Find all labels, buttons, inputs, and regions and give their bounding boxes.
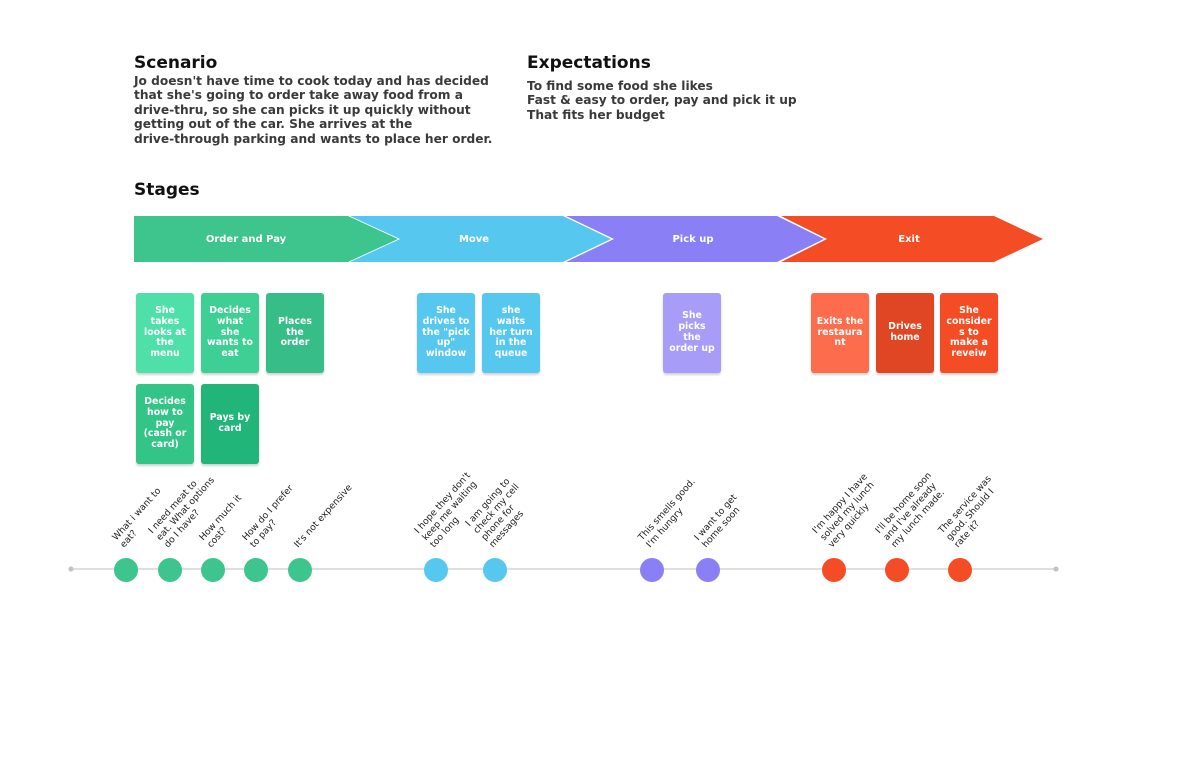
stage-arrow-pick-up bbox=[566, 216, 824, 262]
stages-title: Stages bbox=[134, 180, 200, 200]
sticky-note: She considers to make a reveiw bbox=[940, 293, 998, 373]
sticky-note-text: Exits the restaurant bbox=[816, 315, 864, 349]
sticky-note: She drives to the "pick up" window bbox=[417, 293, 475, 373]
emotion-quote: I'll be home soonand I've alreadymy lunc… bbox=[873, 470, 950, 550]
stage-label: Order and Pay bbox=[206, 234, 287, 245]
sticky-note: Places the order bbox=[266, 293, 324, 373]
emotion-dot bbox=[244, 558, 268, 582]
scenario-text: Jo doesn't have time to cook today and h… bbox=[134, 74, 492, 146]
emotion-dot bbox=[114, 558, 138, 582]
sticky-note-text: Drives home bbox=[888, 321, 922, 343]
sticky-note: Decides what she wants to eat bbox=[201, 293, 259, 373]
emotion-dot bbox=[948, 558, 972, 582]
expectations-list: To find some food she likes Fast & easy … bbox=[527, 79, 797, 122]
emotion-dot bbox=[201, 558, 225, 582]
emotion-quote: It's not expensive bbox=[292, 482, 355, 550]
expectation-item: That fits her budget bbox=[527, 107, 665, 122]
emotion-quote: The service wasgood. Should Irate it? bbox=[936, 473, 1010, 550]
timeline-notes: What i want toeat?I need meat toeat. Wha… bbox=[110, 470, 1010, 582]
sticky-note: Drives home bbox=[876, 293, 934, 373]
stage-label: Exit bbox=[898, 234, 920, 245]
emotion-quote: This smells good.I'm hungry bbox=[636, 476, 706, 550]
expectation-item: Fast & easy to order, pay and pick it up bbox=[527, 93, 797, 108]
sticky-note-text: Pays by card bbox=[209, 412, 251, 434]
emotion-dot bbox=[483, 558, 507, 582]
sticky-note: Decides how to pay (cash or card) bbox=[136, 384, 194, 464]
sticky-note-text: Decides how to pay (cash or card) bbox=[143, 396, 187, 451]
scenario-line: drive-thru, so she can picks it up quick… bbox=[134, 102, 471, 117]
emotion-dot bbox=[696, 558, 720, 582]
emotion-dot bbox=[640, 558, 664, 582]
emotion-dot bbox=[158, 558, 182, 582]
sticky-note-text: She picks the order up bbox=[669, 310, 715, 354]
emotion-dot bbox=[424, 558, 448, 582]
scenario-title: Scenario bbox=[134, 53, 218, 73]
emotion-dot bbox=[288, 558, 312, 582]
sticky-note-text: She considers to make a reveiw bbox=[946, 305, 992, 360]
expectation-item: To find some food she likes bbox=[527, 79, 713, 93]
sticky-note: She picks the order up bbox=[663, 293, 721, 373]
scenario-line: that she's going to order take away food… bbox=[134, 88, 463, 103]
sticky-note: She takes looks at the menu bbox=[136, 293, 194, 373]
timeline-start-dot bbox=[68, 566, 74, 572]
stage-label: Pick up bbox=[672, 234, 713, 245]
timeline-end-dot bbox=[1053, 566, 1059, 572]
sticky-note-text: She takes looks at the menu bbox=[144, 305, 186, 360]
emotion-quote: How much itcost? bbox=[197, 492, 252, 550]
stage-arrow-move bbox=[350, 216, 611, 262]
sticky-note: Pays by card bbox=[201, 384, 259, 464]
scenario-line: getting out of the car. She arrives at t… bbox=[134, 117, 413, 132]
scenario-line: drive-through parking and wants to place… bbox=[134, 131, 493, 146]
scenario-line: Jo doesn't have time to cook today and h… bbox=[134, 74, 489, 88]
emotion-quote: I want to gethome soon bbox=[692, 492, 747, 550]
sticky-note: she waits her turn in the queue bbox=[482, 293, 540, 373]
expectations-title: Expectations bbox=[527, 53, 651, 73]
sticky-note-text: Decides what she wants to eat bbox=[207, 305, 253, 360]
emotion-dot bbox=[885, 558, 909, 582]
stage-label: Move bbox=[459, 234, 489, 245]
sticky-note: Exits the restaurant bbox=[811, 293, 869, 373]
stage-arrow-order-and-pay bbox=[134, 216, 398, 262]
sticky-note-text: Places the order bbox=[278, 315, 312, 349]
emotion-dot bbox=[822, 558, 846, 582]
sticky-note-text: She drives to the "pick up" window bbox=[422, 305, 470, 360]
stage-arrow-exit bbox=[781, 216, 1043, 262]
emotion-quote: I'm happy I havesolved my lunchvery quic… bbox=[810, 471, 886, 550]
sticky-note-text: she waits her turn in the queue bbox=[489, 305, 533, 360]
